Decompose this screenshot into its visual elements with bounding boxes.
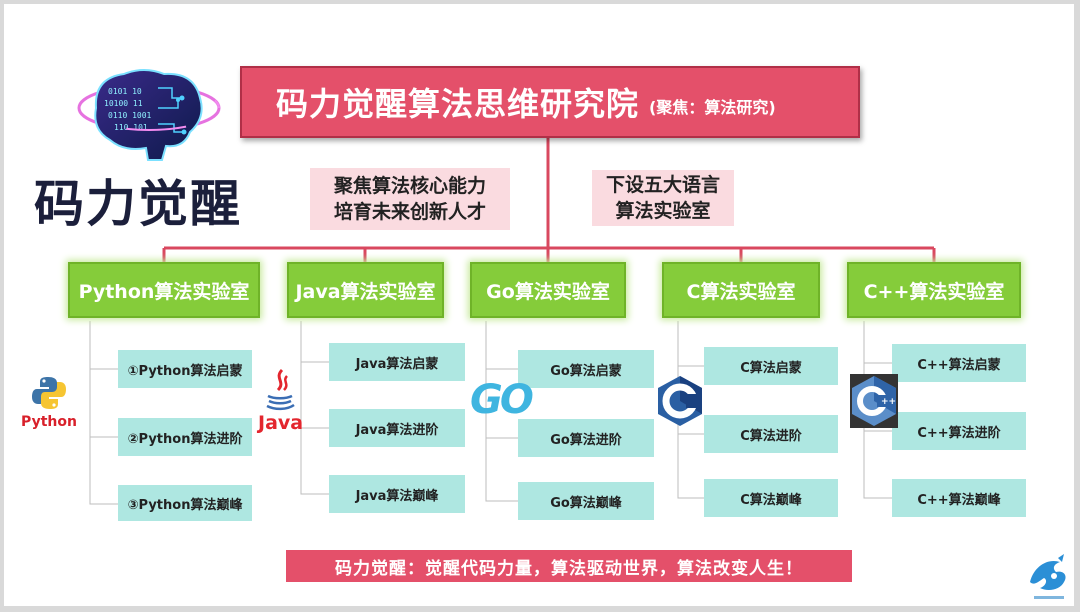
lab-java: Java算法实验室 [287,262,444,318]
list-item: C++算法启蒙 [892,344,1026,382]
lab-go: Go算法实验室 [470,262,626,318]
java-logo-label: Java [258,412,304,434]
list-item: ②Python算法进阶 [118,418,252,456]
svg-text:0110 1001: 0110 1001 [108,111,152,120]
slide: 0101 10 10100 11 0110 1001 110 101 码力觉醒 … [4,4,1074,606]
svg-text:0101 10: 0101 10 [108,87,142,96]
connector-lines [89,137,936,505]
java-logo-icon: Java [258,368,304,438]
list-item: Java算法进阶 [329,409,465,447]
list-item: ①Python算法启蒙 [118,350,252,388]
list-item: Java算法巅峰 [329,475,465,513]
go-logo-icon: GO [470,377,534,423]
brain-circuit-icon: 0101 10 10100 11 0110 1001 110 101 [74,64,224,164]
svg-text:++: ++ [881,397,896,407]
brand-name: 码力觉醒 [34,175,242,233]
lab-c: C算法实验室 [662,262,820,318]
institute-title-box: 码力觉醒算法思维研究院 (聚焦：算法研究) [240,66,860,138]
note-line: 下设五大语言 [605,174,720,196]
cpp-logo-icon: ++ [850,374,898,428]
slogan-banner: 码力觉醒：觉醒代码力量，算法驱动世界，算法改变人生！ [286,550,852,582]
list-item: Java算法启蒙 [329,343,465,381]
page-title: 码力觉醒算法思维研究院 [276,85,640,123]
list-item: C算法巅峰 [704,479,838,517]
list-item: C++算法巅峰 [892,479,1026,517]
svg-text:110 101: 110 101 [114,123,148,132]
note-line: 聚焦算法核心能力 [333,175,486,197]
python-logo-icon [30,374,68,412]
list-item: Go算法巅峰 [518,482,654,520]
list-item: C算法启蒙 [704,347,838,385]
python-logo-label: Python [21,414,77,430]
list-item: C++算法进阶 [892,412,1026,450]
lab-python: Python算法实验室 [68,262,260,318]
svg-text:10100 11: 10100 11 [104,99,143,108]
note-labs: 下设五大语言 算法实验室 [592,170,734,226]
list-item: Go算法进阶 [518,419,654,457]
page-subtitle: (聚焦：算法研究) [649,98,776,117]
dragon-icon [1024,552,1072,602]
note-line: 培育未来创新人才 [333,201,486,223]
note-focus: 聚焦算法核心能力 培育未来创新人才 [310,168,510,230]
lab-cpp: C++算法实验室 [847,262,1021,318]
c-logo-icon [656,374,704,428]
list-item: ③Python算法巅峰 [118,485,252,521]
note-line: 算法实验室 [615,200,711,222]
list-item: C算法进阶 [704,415,838,453]
list-item: Go算法启蒙 [518,350,654,388]
